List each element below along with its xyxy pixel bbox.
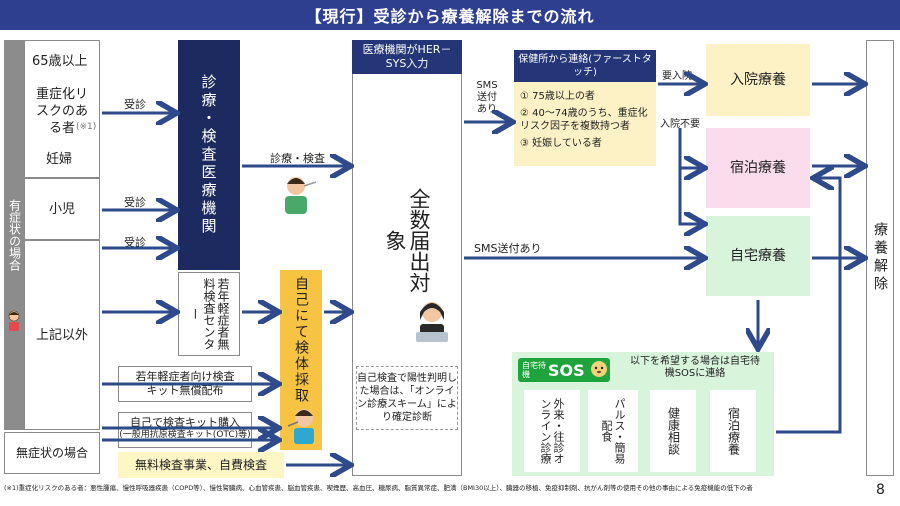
arrow	[678, 128, 702, 168]
kit-free-box: 若年軽症者向け検査キット無償配布	[118, 366, 252, 402]
self-sample-box: 自己にて検体採取	[280, 270, 322, 450]
hotel-label: 宿泊療養	[730, 159, 786, 176]
free-test-box: 無料検査事業、自費検査	[118, 452, 284, 478]
edge-jushin-1: 受診	[124, 98, 146, 111]
sos-logo-small: 自宅待機	[522, 361, 546, 379]
online-note-box: 自己検査で陽性判明した場合は、「オンライン診療スキーム」により確定診断	[356, 366, 458, 430]
zensu-box	[352, 40, 462, 476]
dog-icon	[589, 358, 609, 382]
her-sys-label: 医療機関がHER－SYS入力	[362, 43, 452, 70]
kit-buy-label: 自己で検査キット購入	[130, 416, 240, 429]
symptomatic-label: 有症状の場合	[4, 40, 24, 430]
page-title: 【現行】受診から療養解除までの流れ	[0, 0, 900, 30]
zensu-title: 全数届出対象	[380, 170, 434, 310]
kit-free-label: 若年軽症者向け検査キット無償配布	[135, 370, 235, 397]
doctor-person-icon	[278, 172, 318, 216]
asymptomatic-label: 無症状の場合	[15, 445, 88, 460]
zensu-label: 全数届出対象	[383, 187, 431, 293]
sos-desc-text: 以下を希望する場合は自宅待機SOSに連絡	[630, 356, 760, 379]
sos-item-hotel: 宿泊療養	[710, 390, 756, 472]
online-note-label: 自己検査で陽性判明した場合は、「オンライン診療スキーム」により確定診断	[357, 373, 457, 423]
health-center-item: ① 75歳以上の者	[520, 91, 595, 102]
health-center-header: 保健所から連絡(ファーストタッチ)	[514, 50, 656, 82]
sos-item-consult: 健康相談	[650, 390, 696, 472]
edge-sms-1: SMS送付あり	[470, 80, 504, 116]
clinic-label: 診療・検査医療機関	[199, 74, 218, 236]
swab-person-icon	[284, 404, 318, 444]
age65-label: 65歳以上	[32, 54, 88, 69]
sos-item-outpatient: 外来・往診オンライン診療	[524, 390, 580, 472]
child-box: 小児	[24, 178, 100, 240]
kit-buy-box: 自己で検査キット購入 (一般用抗原検査キット(OTC)等)	[118, 412, 252, 448]
person-icon	[6, 310, 22, 332]
sos-logo-big: SOS	[548, 360, 585, 380]
health-center-item: ② 40～74歳のうち、重症化リスク因子を複数持つ者	[520, 108, 648, 132]
edge-jushin-3: 受診	[124, 236, 146, 249]
clinic-box: 診療・検査医療機関	[178, 40, 240, 270]
sos-logo: 自宅待機 SOS	[518, 358, 610, 382]
other-box: 上記以外	[24, 240, 100, 430]
hotel-box: 宿泊療養	[706, 128, 810, 208]
asymptomatic-box: 無症状の場合	[4, 432, 100, 474]
risk-label-text: 重症化リスクのある者	[35, 87, 88, 136]
edge-sms-2: SMS送付あり	[474, 242, 542, 255]
risk-note: (※1)	[76, 122, 97, 132]
child-label: 小児	[48, 201, 75, 217]
release-box: 療養解除	[866, 40, 894, 476]
health-center-item: ③ 妊娠している者	[520, 138, 602, 149]
home-box: 自宅療養	[706, 216, 810, 296]
kit-buy-note: (一般用抗原検査キット(OTC)等)	[119, 430, 251, 440]
footnote: (※1)重症化リスクのある者：悪性腫瘍、慢性呼吸器疾患（COPD等）、慢性腎臓病…	[4, 484, 753, 492]
self-sample-label: 自己にて検体採取	[293, 276, 309, 404]
hospital-label: 入院療養	[730, 71, 786, 88]
edge-sms-1-text: SMS送付あり	[476, 80, 498, 115]
hospital-box: 入院療養	[706, 44, 810, 116]
sos-item-pulse: パルス・簡易配食	[588, 390, 638, 472]
home-label: 自宅療養	[730, 247, 786, 264]
pregnant-label: 妊婦	[46, 152, 73, 167]
edge-jushin-2: 受診	[124, 196, 146, 209]
young-center-label: 若年軽症者無料検査センター	[188, 278, 230, 350]
operator-person-icon	[410, 298, 454, 344]
arrow	[678, 168, 702, 224]
release-label: 療養解除	[872, 222, 888, 294]
young-center-box: 若年軽症者無料検査センター	[178, 272, 240, 356]
page-number: 8	[876, 482, 885, 498]
sos-desc: 以下を希望する場合は自宅待機SOSに連絡	[620, 356, 770, 380]
her-sys-header: 医療機関がHER－SYS入力	[352, 40, 462, 74]
high-risk-group-box	[24, 40, 100, 178]
edge-nyuin-fuyo: 入院不要	[660, 119, 700, 130]
edge-yo-nyuin: 要入院	[662, 71, 692, 82]
edge-shinryo-kensa: 診療・検査	[270, 152, 325, 165]
health-center-list: ① 75歳以上の者 ② 40～74歳のうち、重症化リスク因子を複数持つ者 ③ 妊…	[514, 82, 656, 166]
health-center-header-label: 保健所から連絡(ファーストタッチ)	[518, 54, 652, 78]
free-test-label: 無料検査事業、自費検査	[134, 457, 267, 472]
risk-label: 重症化リスクのある者	[26, 86, 98, 137]
other-label: 上記以外	[35, 327, 88, 343]
